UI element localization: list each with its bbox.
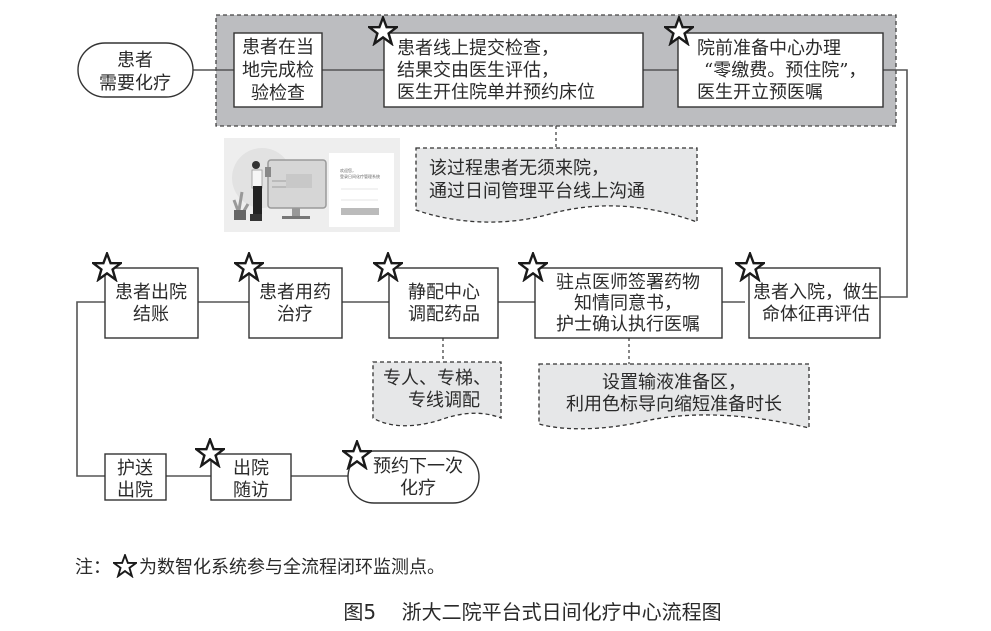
step-line: 院前准备中心办理 xyxy=(697,38,841,59)
svg-text:该过程患者无须来院，通过日间管理平台线上沟通: 该过程患者无须来院，通过日间管理平台线上沟通 xyxy=(429,158,645,202)
flowchart: 患者需要化疗 患者在当地完成检验检查 患者线上提交检查，结果交由医生评估，医生开… xyxy=(76,14,908,504)
step-line: 化疗 xyxy=(400,478,436,499)
figure-number: 图5 xyxy=(343,600,377,624)
step-line: 患者在当 xyxy=(242,37,314,58)
step-line: “零缴费。预住院”， xyxy=(704,60,866,81)
step-followup: 出院随访 xyxy=(195,438,292,501)
step-consent-orders: 驻点医师签署药物知情同意书，护士确认执行医嘱 xyxy=(518,252,723,339)
step-local-tests: 患者在当地完成检验检查 xyxy=(233,32,323,108)
legend-note: 注： 为数智化系统参与全流程闭环监测点。 xyxy=(75,553,445,579)
note-line: 设置输液准备区， xyxy=(602,372,746,393)
svg-text:院前准备中心办理“零缴费。预住院”，医生开立预医嘱: 院前准备中心办理“零缴费。预住院”，医生开立预医嘱 xyxy=(697,38,866,103)
svg-text:护送出院: 护送出院 xyxy=(117,458,153,501)
note-line: 专线调配 xyxy=(408,390,480,411)
step-escort-discharge: 护送出院 xyxy=(104,453,167,501)
note-infusion-area: 设置输液准备区，利用色标导向缩短准备时长 xyxy=(538,363,810,430)
step-discharge-billing: 患者出院结账 xyxy=(92,252,199,339)
start-line-1: 患者 xyxy=(117,50,153,71)
step-line: 患者用药 xyxy=(259,282,331,303)
step-line: 患者出院 xyxy=(115,282,187,303)
step-line: 验检查 xyxy=(251,83,305,104)
step-line: 驻点医师签署药物 xyxy=(556,272,700,293)
note-line: 利用色标导向缩短准备时长 xyxy=(566,394,782,415)
login-subtitle: 登录日间化疗管理系统 xyxy=(340,173,380,179)
svg-text:驻点医师签署药物知情同意书，护士确认执行医嘱: 驻点医师签署药物知情同意书，护士确认执行医嘱 xyxy=(556,272,700,335)
step-line: 结果交由医生评估， xyxy=(397,60,559,81)
step-line: 结账 xyxy=(133,304,169,325)
svg-text:专人、专梯、专线调配: 专人、专梯、专线调配 xyxy=(383,368,491,411)
step-pharmacy-preparation: 静配中心调配药品 xyxy=(373,252,499,339)
connectors xyxy=(76,69,908,477)
login-title: 欢迎您， xyxy=(340,167,356,173)
step-line: 知情同意书， xyxy=(574,293,682,314)
step-line: 护士确认执行医嘱 xyxy=(556,314,700,335)
step-medication-treatment: 患者用药治疗 xyxy=(234,252,343,339)
svg-text:患者线上提交检查，结果交由医生评估，医生开住院单并预约床位: 患者线上提交检查，结果交由医生评估，医生开住院单并预约床位 xyxy=(397,38,595,103)
step-admission-reassessment: 患者入院，做生命体征再评估 xyxy=(735,252,881,339)
step-line: 静配中心 xyxy=(408,282,480,303)
svg-text:患者出院结账: 患者出院结账 xyxy=(115,282,187,325)
step-line: 预约下一次 xyxy=(373,456,463,477)
step-preadmission-center: 院前准备中心办理“零缴费。预住院”，医生开立预医嘱 xyxy=(664,16,884,108)
figure-title: 浙大二院平台式日间化疗中心流程图 xyxy=(401,600,722,624)
step-online-submission: 患者线上提交检查，结果交由医生评估，医生开住院单并预约床位 xyxy=(368,16,644,108)
step-line: 随访 xyxy=(233,480,269,501)
step-line: 命体征再评估 xyxy=(762,304,870,325)
note-online-communication: 该过程患者无须来院，通过日间管理平台线上沟通 xyxy=(415,147,698,223)
svg-text:患者在当地完成检验检查: 患者在当地完成检验检查 xyxy=(242,37,314,104)
svg-text:设置输液准备区，利用色标导向缩短准备时长: 设置输液准备区，利用色标导向缩短准备时长 xyxy=(566,372,782,415)
step-line: 医生开立预医嘱 xyxy=(697,82,823,103)
step-line: 患者线上提交检查， xyxy=(397,38,559,59)
note-line: 通过日间管理平台线上沟通 xyxy=(429,181,645,202)
svg-text:出院随访: 出院随访 xyxy=(233,458,269,501)
star-icon xyxy=(113,554,137,578)
start-line-2: 需要化疗 xyxy=(99,73,171,94)
svg-text:患者用药治疗: 患者用药治疗 xyxy=(259,282,331,325)
start-terminal: 患者需要化疗 xyxy=(77,42,194,98)
step-line: 出院 xyxy=(233,458,269,479)
svg-text:患者入院，做生命体征再评估: 患者入院，做生命体征再评估 xyxy=(753,282,879,325)
legend-prefix: 注： xyxy=(75,557,111,578)
note-line: 专人、专梯、 xyxy=(383,368,491,389)
step-line: 医生开住院单并预约床位 xyxy=(397,82,595,103)
step-line: 出院 xyxy=(117,480,153,501)
svg-text:患者需要化疗: 患者需要化疗 xyxy=(99,50,171,94)
svg-text:预约下一次化疗: 预约下一次化疗 xyxy=(373,456,463,499)
note-dedicated-delivery: 专人、专梯、专线调配 xyxy=(372,361,502,427)
step-line: 地完成检 xyxy=(242,60,314,81)
step-line: 护送 xyxy=(117,458,153,479)
svg-text:静配中心调配药品: 静配中心调配药品 xyxy=(408,282,480,325)
end-terminal: 预约下一次化疗 xyxy=(342,440,480,504)
step-line: 调配药品 xyxy=(408,304,480,325)
legend-text: 为数智化系统参与全流程闭环监测点。 xyxy=(139,557,445,578)
step-line: 患者入院，做生 xyxy=(753,282,879,303)
figure-caption: 图5 浙大二院平台式日间化疗中心流程图 xyxy=(0,596,991,625)
platform-screenshot-image: 欢迎您， 登录日间化疗管理系统 xyxy=(224,138,400,232)
note-line: 该过程患者无须来院， xyxy=(429,158,609,179)
step-line: 治疗 xyxy=(277,304,313,325)
